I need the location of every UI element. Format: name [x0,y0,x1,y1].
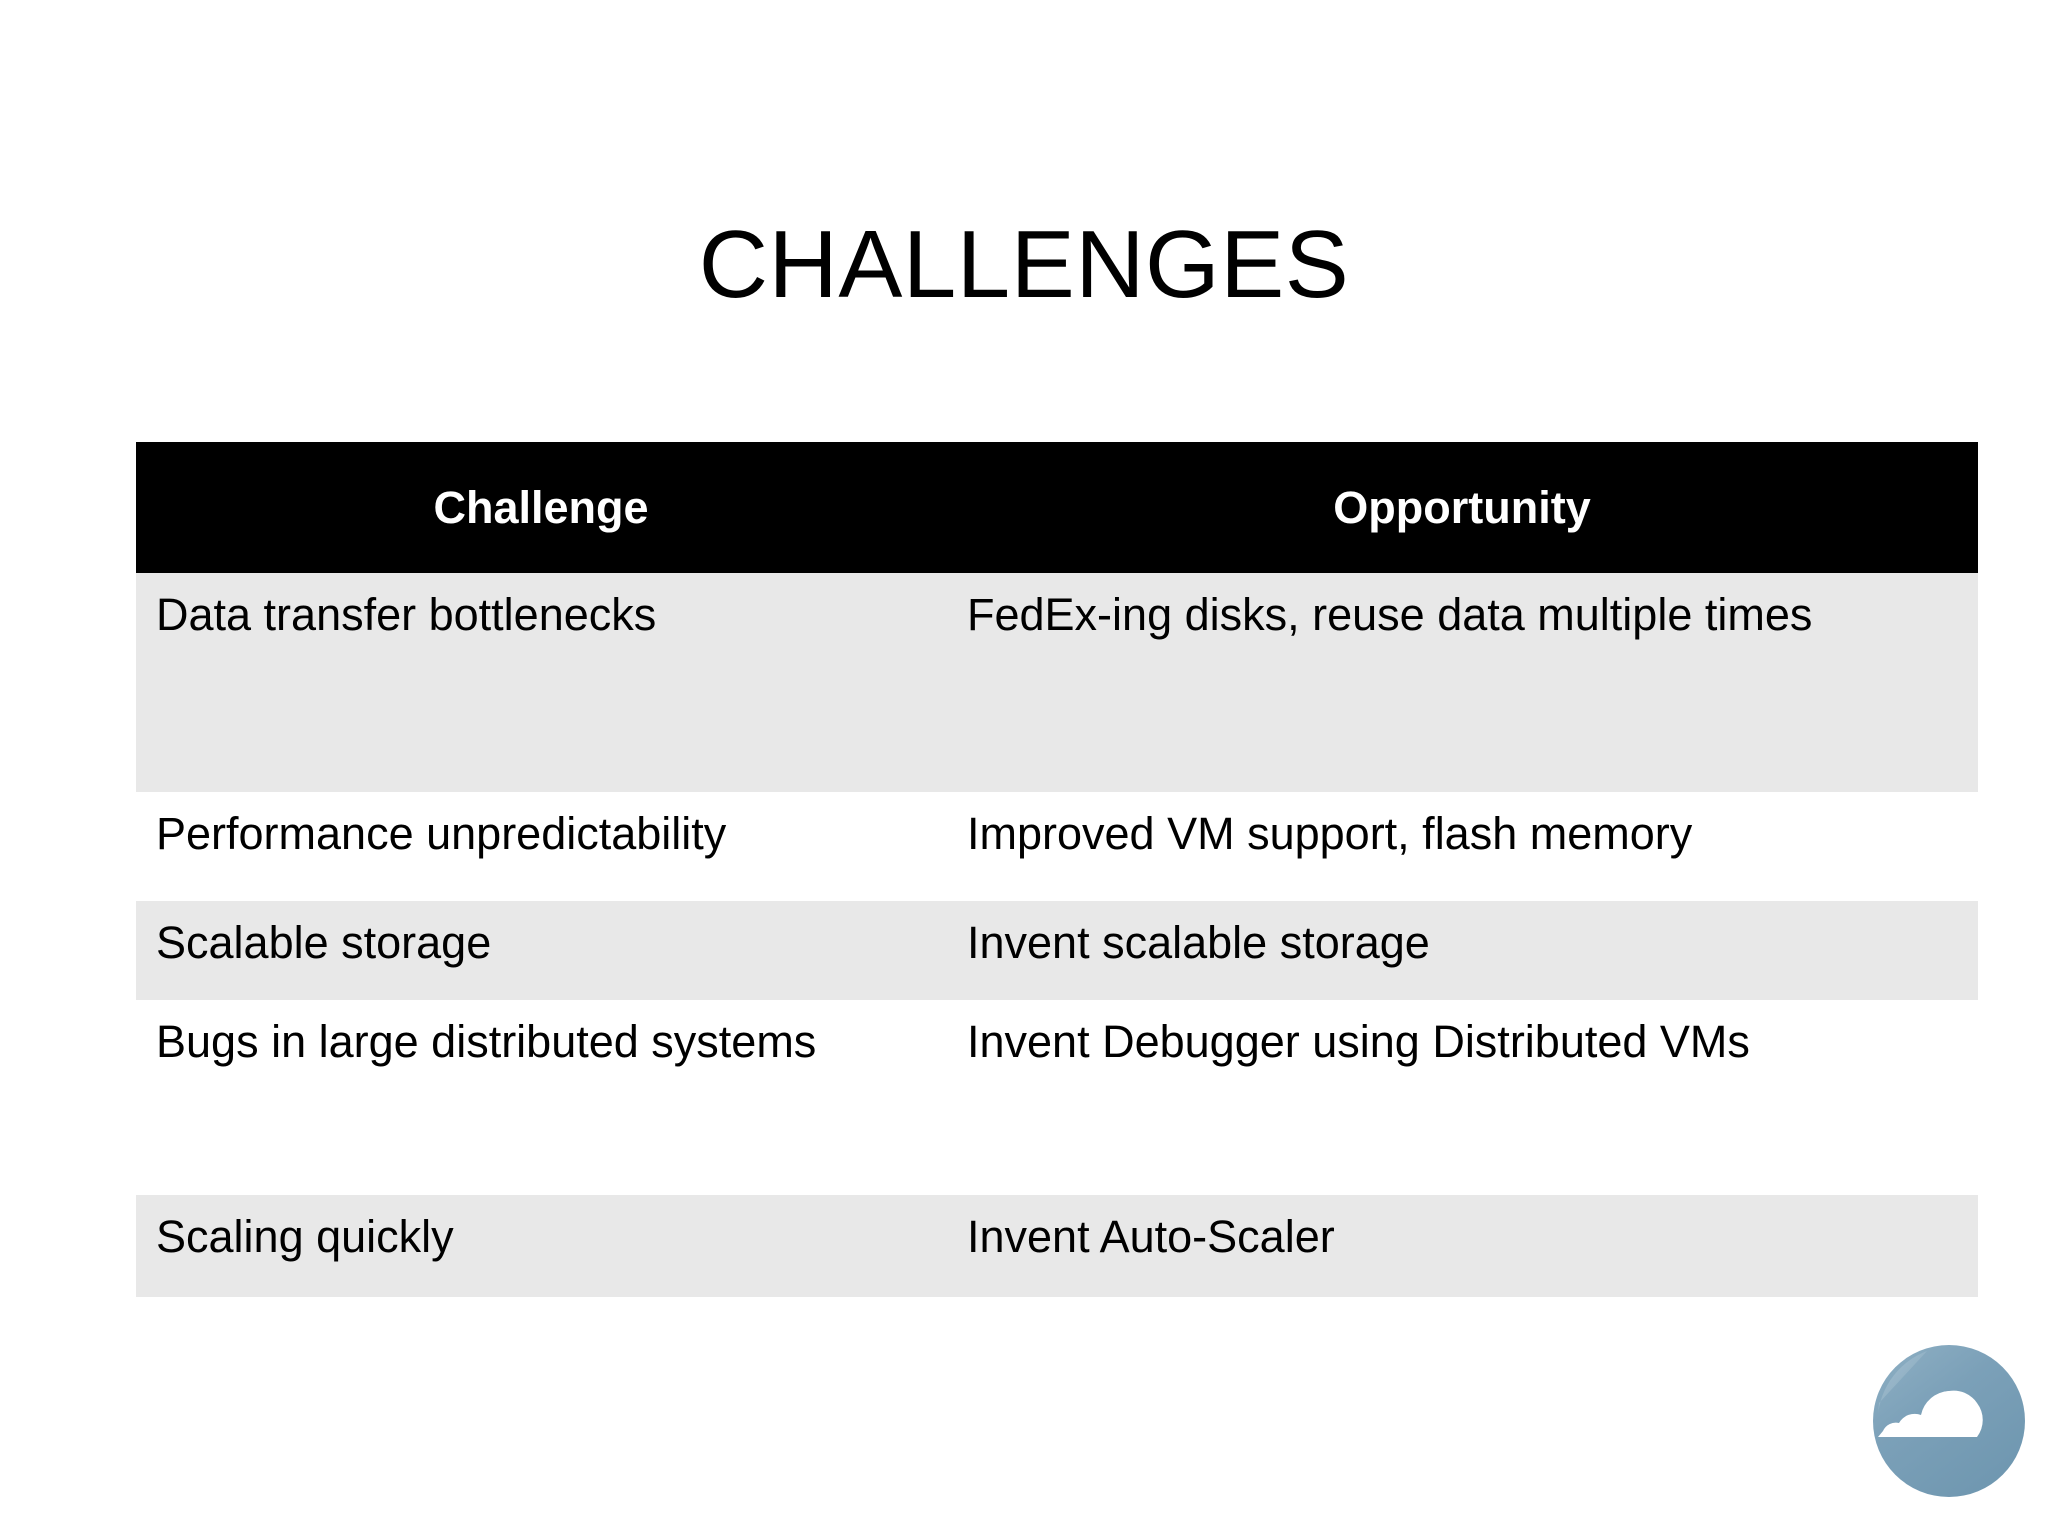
challenges-table: Challenge Opportunity Data transfer bott… [136,442,1978,1297]
table-row: Bugs in large distributed systems Invent… [136,1000,1978,1177]
table-header-row: Challenge Opportunity [136,442,1978,573]
cloud-icon [1873,1345,2025,1497]
cell-opportunity: Invent scalable storage [967,917,1430,968]
column-header-opportunity: Opportunity [1333,481,1591,533]
cell-opportunity: Invent Auto-Scaler [967,1211,1335,1262]
table-body: Data transfer bottlenecks FedEx-ing disk… [136,573,1978,1297]
cell-challenge: Scalable storage [156,917,492,968]
cell-challenge: Bugs in large distributed systems [156,1016,817,1067]
cell-opportunity: Improved VM support, flash memory [967,808,1693,859]
cell-challenge: Performance unpredictability [156,808,727,859]
cell-opportunity: FedEx-ing disks, reuse data multiple tim… [967,589,1813,640]
column-header-challenge: Challenge [433,481,649,533]
cell-challenge: Scaling quickly [156,1211,454,1262]
table-row: Scaling quickly Invent Auto-Scaler [136,1195,1978,1297]
table-row-spacer [136,1177,1978,1195]
page-title: CHALLENGES [698,211,1350,319]
table-row: Performance unpredictability Improved VM… [136,792,1978,901]
cloud-logo [1869,1341,2029,1501]
challenges-table-wrapper: Challenge Opportunity Data transfer bott… [136,442,1978,1297]
table-header: Challenge Opportunity [136,442,1978,573]
cell-challenge: Data transfer bottlenecks [156,589,657,640]
cell-opportunity [946,1177,1978,1195]
table-row: Scalable storage Invent scalable storage [136,901,1978,1000]
cell-opportunity: Invent Debugger using Distributed VMs [967,1016,1750,1067]
table-row: Data transfer bottlenecks FedEx-ing disk… [136,573,1978,792]
cell-challenge [136,1177,946,1195]
